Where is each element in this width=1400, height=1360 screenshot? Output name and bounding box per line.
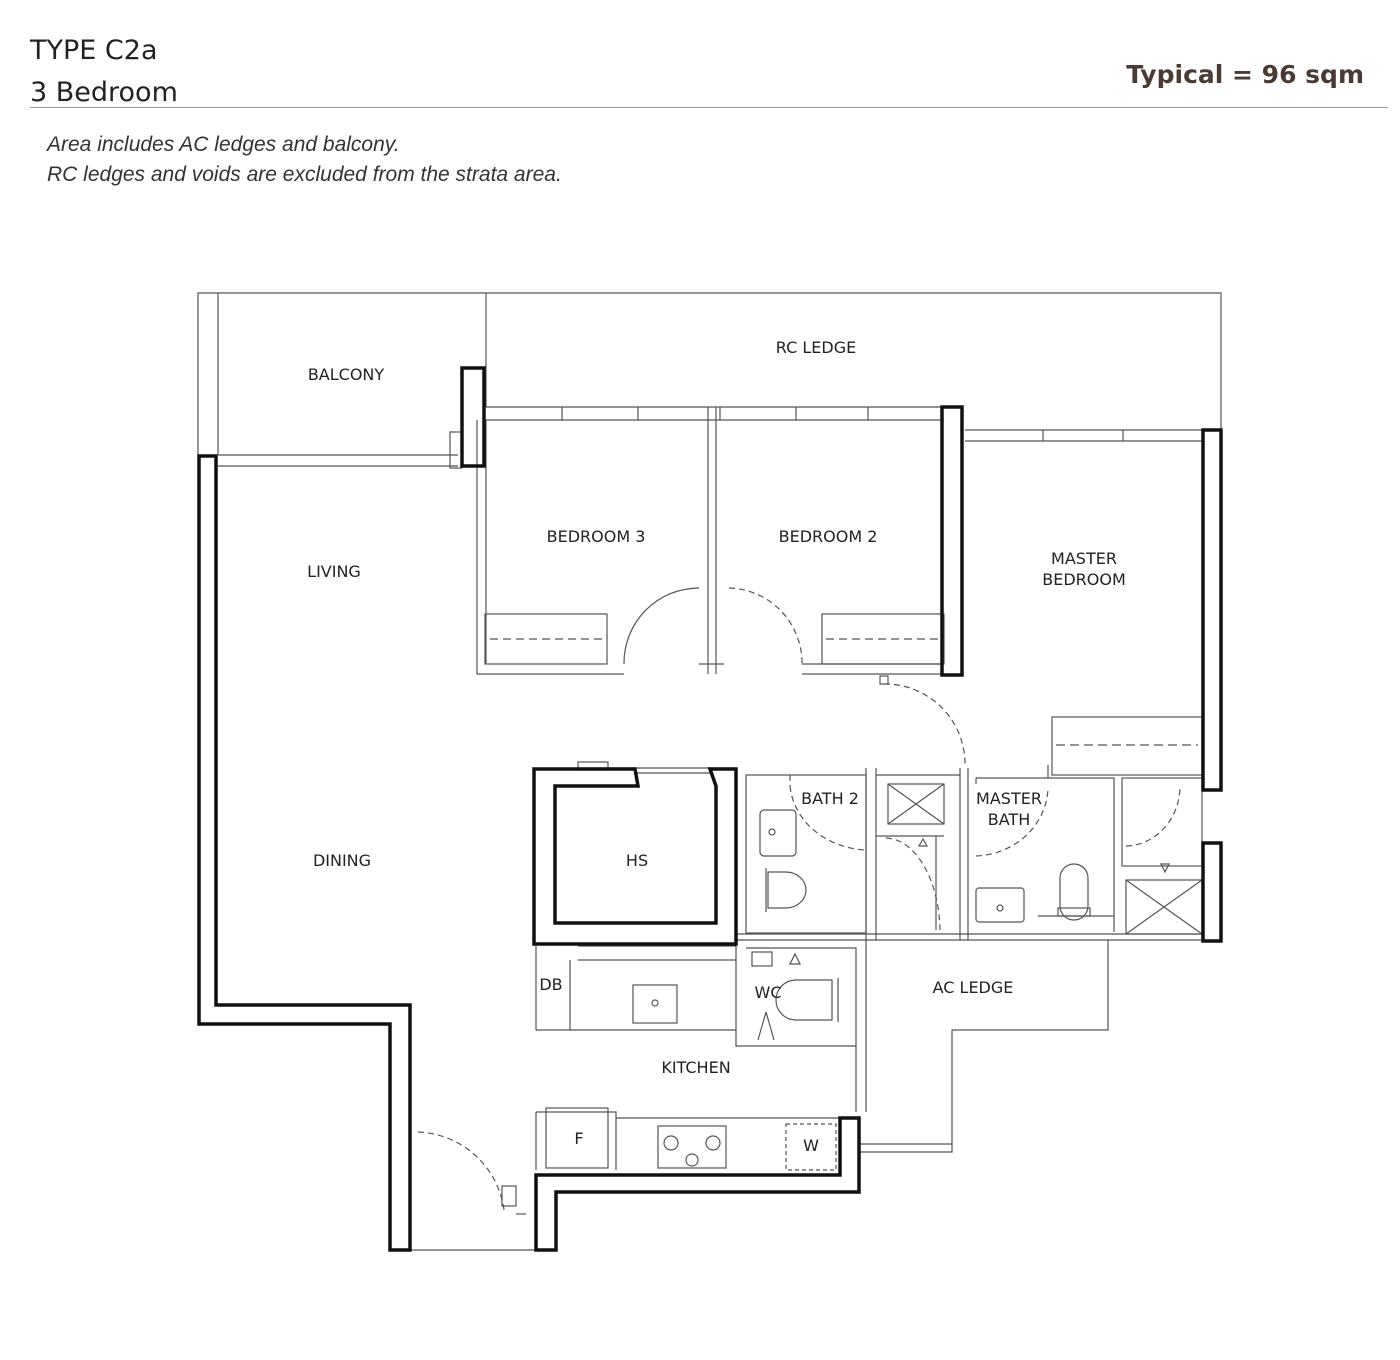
room-labels: BALCONY RC LEDGE BEDROOM 3 BEDROOM 2 MAS… [307, 338, 1126, 1155]
label-bedroom-3: BEDROOM 3 [547, 527, 646, 546]
note-line: RC ledges and voids are excluded from th… [47, 163, 562, 186]
label-living: LIVING [307, 562, 361, 581]
area-notes: Area includes AC ledges and balcony. RC … [47, 130, 562, 190]
thick-walls [197, 366, 1223, 1252]
plan-title: TYPE C2a 3 Bedroom [30, 30, 178, 114]
note-line: Area includes AC ledges and balcony. [47, 133, 400, 156]
unit-type: TYPE C2a [30, 35, 158, 66]
area-label: Typical = 96 sqm [1126, 60, 1364, 89]
label-kitchen: KITCHEN [661, 1058, 730, 1077]
label-wc: WC [755, 983, 782, 1002]
label-db: DB [539, 975, 562, 994]
label-master-bath-line2: BATH [988, 810, 1030, 829]
label-balcony: BALCONY [308, 365, 385, 384]
label-master-bedroom-line1: MASTER [1051, 549, 1117, 568]
label-hs: HS [626, 851, 648, 870]
label-ac-ledge: AC LEDGE [933, 978, 1014, 997]
thin-walls [197, 292, 1222, 1251]
label-dining: DINING [313, 851, 371, 870]
label-bath-2: BATH 2 [801, 789, 859, 808]
label-washer: W [803, 1136, 819, 1155]
label-fridge: F [574, 1129, 583, 1148]
header-divider [30, 107, 1388, 108]
bedroom-count: 3 Bedroom [30, 77, 178, 108]
label-master-bath-line1: MASTER [976, 789, 1042, 808]
label-rc-ledge: RC LEDGE [776, 338, 856, 357]
label-master-bedroom-line2: BEDROOM [1042, 570, 1126, 589]
label-bedroom-2: BEDROOM 2 [779, 527, 878, 546]
